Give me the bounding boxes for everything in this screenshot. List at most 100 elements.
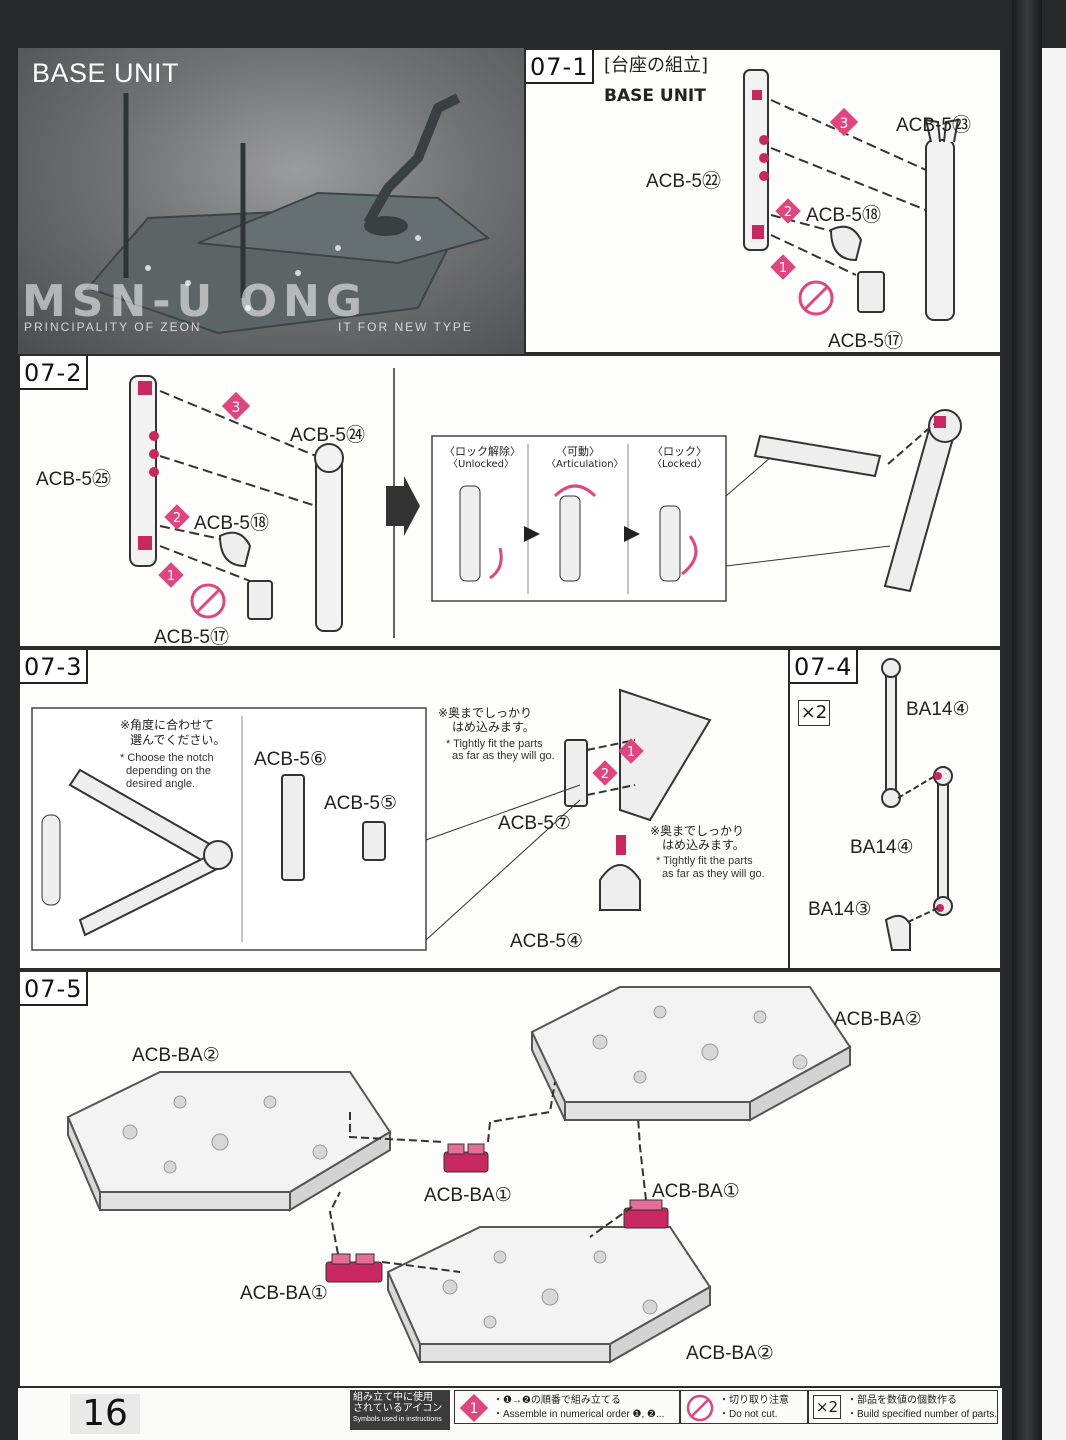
- part-label: BA14③: [808, 899, 872, 920]
- icons-legend-title: 組み立て中に使用 されているアイコン Symbols used in instr…: [350, 1390, 450, 1430]
- page-footer: 16 組み立て中に使用 されているアイコン Symbols used in in…: [18, 1388, 1002, 1440]
- state-label-en: 〈Locked〉: [652, 459, 707, 470]
- part-label: ACB-5⑤: [324, 793, 397, 814]
- state-label-jp: 〈可動〉: [556, 445, 600, 458]
- base-plate: [530, 986, 852, 1122]
- step-07-3-panel: 07-3 1 2 ※角度に合わせて 選んでください。 * Choose the …: [18, 648, 790, 970]
- legend-cut: ・切り取り注意 ・Do not cut.: [680, 1390, 808, 1424]
- svg-text:3: 3: [840, 116, 849, 132]
- part-label: ACB-BA②: [834, 1009, 922, 1030]
- step-title-jp: [台座の組立]: [604, 55, 709, 76]
- state-label-en: 〈Unlocked〉: [448, 459, 514, 470]
- legend-count-jp: ・部品を数値の個数作る: [847, 1395, 957, 1406]
- arrow-right-icon: [386, 476, 420, 536]
- photo-watermark: MSN-U ONG: [22, 276, 368, 327]
- photo-watermark-right: IT FOR NEW TYPE: [338, 320, 473, 334]
- do-not-cut-icon: [686, 1394, 714, 1422]
- legend-count-en: ・Build specified number of parts.: [847, 1409, 998, 1420]
- svg-text:1: 1: [627, 745, 635, 760]
- step-number: 07-4: [794, 653, 853, 681]
- joint-part: [325, 1253, 383, 1283]
- step-1-icon: 1: [459, 1393, 489, 1423]
- joint-part: [623, 1199, 669, 1229]
- photo-watermark-left: PRINCIPALITY OF ZEON: [24, 320, 202, 334]
- notch-note-en: * Choose the notch: [120, 752, 214, 764]
- part-label: ACB-BA②: [132, 1045, 220, 1066]
- legend-count: ×2 ・部品を数値の個数作る ・Build specified number o…: [808, 1390, 998, 1424]
- step-number: 07-2: [24, 359, 83, 387]
- step-07-4-panel: 07-4 ×2 BA14④ BA14④ BA14③: [788, 648, 1002, 970]
- legend-order-en: ・Assemble in numerical order ❶, ❷...: [493, 1409, 665, 1420]
- icons-legend-en: Symbols used in instructions: [353, 1416, 442, 1423]
- fit-note-jp: ※奥までしっかり: [650, 824, 745, 838]
- state-label-en: 〈Articulation〉: [546, 459, 624, 470]
- part-label: ACB-5⑰: [154, 627, 229, 648]
- notch-note-en: desired angle.: [126, 778, 196, 790]
- part-label: ACB-5㉕: [36, 469, 111, 490]
- notch-note-en: depending on the: [126, 765, 212, 777]
- icons-legend-jp: されているアイコン: [353, 1403, 443, 1414]
- base-photo-art: [86, 93, 491, 335]
- fit-note-jp: はめ込みます。: [452, 720, 535, 734]
- svg-text:3: 3: [232, 400, 241, 416]
- svg-text:2: 2: [173, 511, 181, 526]
- part-label: BA14④: [906, 699, 970, 720]
- part-label: BA14④: [850, 837, 914, 858]
- base-unit-photo: BASE UNIT MSN-U ONG PRINCIPALITY OF ZEON…: [18, 48, 524, 354]
- legend-order: 1 ・❶→❷の順番で組み立てる ・Assemble in numerical o…: [454, 1390, 680, 1424]
- do-not-cut-icon: [798, 280, 834, 316]
- icons-legend-jp: 組み立て中に使用: [353, 1392, 433, 1403]
- part-label: ACB-5㉒: [646, 171, 721, 192]
- step-07-1-drawing: 3 2 1: [743, 69, 960, 321]
- legend-order-jp: ・❶→❷の順番で組み立てる: [493, 1395, 621, 1406]
- binding-spine: [1012, 0, 1042, 1440]
- base-plate: [386, 1226, 712, 1364]
- photo-title: BASE UNIT: [32, 58, 180, 88]
- legend-cut-en: ・Do not cut.: [719, 1409, 778, 1420]
- part-label: ACB-5⑦: [498, 813, 571, 834]
- count-badge: ×2: [798, 700, 830, 726]
- state-label-jp: 〈ロック〉: [652, 445, 707, 458]
- part-label: ACB-BA②: [686, 1343, 774, 1364]
- legend-cut-jp: ・切り取り注意: [719, 1395, 789, 1406]
- step-07-5-drawing: [66, 986, 852, 1364]
- part-label: ACB-5⑥: [254, 749, 327, 770]
- step-number: 07-3: [24, 653, 83, 681]
- step-number: 07-5: [24, 975, 83, 1003]
- part-label: ACB-BA①: [240, 1283, 328, 1304]
- part-label: ACB-BA①: [424, 1185, 512, 1206]
- notch-note-jp: ※角度に合わせて: [120, 718, 215, 732]
- fit-note-jp: ※奥までしっかり: [438, 706, 533, 720]
- fit-note-jp: はめ込みます。: [662, 838, 745, 852]
- svg-text:1: 1: [470, 1401, 479, 1417]
- fit-note-en: * Tightly fit the parts: [656, 855, 753, 867]
- fit-note-en: as far as they will go.: [452, 750, 555, 762]
- page-number: 16: [70, 1394, 140, 1434]
- part-label: ACB-5⑱: [806, 205, 881, 226]
- svg-text:2: 2: [784, 205, 792, 220]
- step-07-2-drawing: 3 2 1: [129, 368, 962, 638]
- part-label: ACB-5㉓: [896, 115, 971, 136]
- part-label: ACB-5⑰: [828, 331, 903, 352]
- step-07-1-panel: 07-1 [台座の組立] BASE UNIT 3 2 1 ACB-5㉓ ACB-…: [524, 48, 1002, 354]
- part-label: ACB-5④: [510, 931, 583, 952]
- step-title-en: BASE UNIT: [604, 86, 706, 106]
- next-page-edge: [1042, 48, 1066, 1440]
- fit-note-en: * Tightly fit the parts: [446, 738, 543, 750]
- step-2-icon: 2: [775, 198, 801, 224]
- state-label-jp: 〈ロック解除〉: [444, 445, 521, 458]
- base-plate: [66, 1071, 392, 1212]
- step-number: 07-1: [530, 53, 589, 81]
- svg-text:2: 2: [601, 767, 609, 782]
- fit-note-en: as far as they will go.: [662, 868, 765, 880]
- part-label: ACB-5⑱: [194, 513, 269, 534]
- svg-text:1: 1: [779, 261, 787, 276]
- step-3-icon: 3: [829, 107, 859, 137]
- step-07-4-drawing: [881, 658, 953, 951]
- count-icon: ×2: [813, 1395, 841, 1419]
- step-07-2-panel: 07-2 3 2 1: [18, 354, 1002, 648]
- joint-part: [443, 1143, 489, 1173]
- part-label: ACB-BA①: [652, 1181, 740, 1202]
- part-label: ACB-5㉔: [290, 425, 365, 446]
